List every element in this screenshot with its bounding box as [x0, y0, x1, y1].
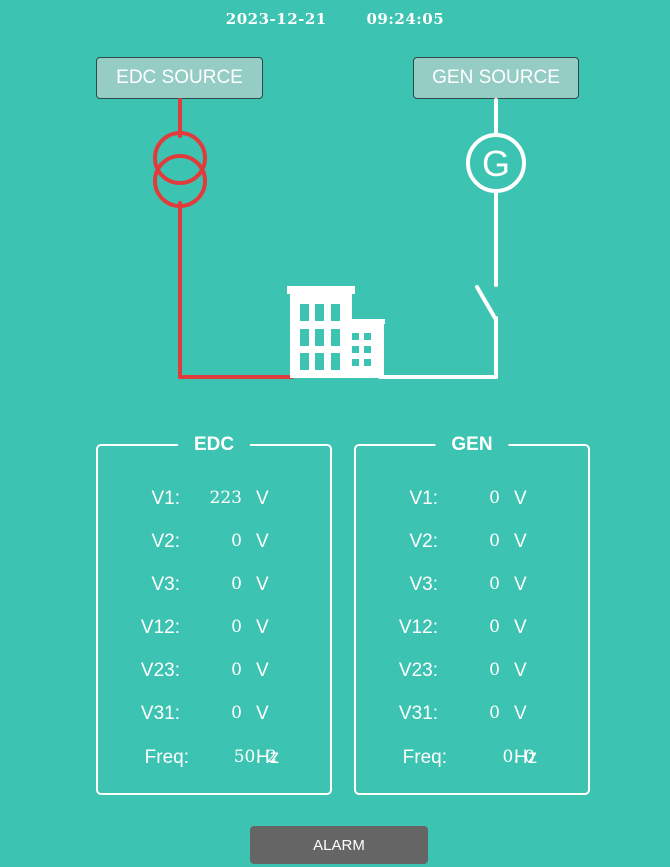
measurement-value: 0. 0: [502, 747, 535, 767]
measurement-unit: V: [514, 617, 527, 638]
generator-symbol: G: [482, 143, 510, 184]
measurement-label: V1:: [151, 488, 180, 509]
measurement-unit: V: [514, 531, 527, 552]
measurement-unit: V: [256, 617, 269, 638]
measurement-label: V3:: [151, 574, 180, 595]
measurement-value: 0: [489, 703, 500, 723]
measurement-label: V2:: [151, 531, 180, 552]
edc-row-1: V1: 223 V: [98, 488, 330, 512]
building-icon: [287, 286, 385, 378]
alarm-button[interactable]: ALARM: [250, 826, 428, 864]
time-text: 09:24:05: [366, 10, 445, 28]
measurement-value: 0: [231, 574, 242, 594]
measurement-unit: V: [256, 703, 269, 724]
measurement-value: 0: [231, 617, 242, 637]
measurement-label: V1:: [409, 488, 438, 509]
measurement-label: V23:: [398, 660, 438, 681]
gen-panel-title: GEN: [435, 432, 509, 458]
measurement-unit: V: [256, 574, 269, 595]
edc-source-button[interactable]: EDC SOURCE: [96, 57, 263, 99]
measurement-unit: V: [256, 660, 269, 681]
measurement-unit: V: [514, 574, 527, 595]
measurement-unit: V: [514, 488, 527, 509]
measurement-value: 0: [489, 574, 500, 594]
measurement-unit: V: [256, 531, 269, 552]
measurement-value: 50. 2: [233, 747, 277, 767]
measurement-value: 0: [489, 660, 500, 680]
measurement-value: 223: [209, 488, 242, 508]
measurement-value: 0: [489, 488, 500, 508]
measurement-label: V12:: [140, 617, 180, 638]
measurement-label: V31:: [140, 703, 180, 724]
edc-panel-title: EDC: [177, 432, 251, 458]
measurement-label: V31:: [398, 703, 438, 724]
measurement-unit: V: [256, 488, 269, 509]
measurement-value: 0: [489, 617, 500, 637]
gen-feed-line: [378, 98, 498, 379]
measurement-label: V12:: [398, 617, 438, 638]
measurement-label: V23:: [140, 660, 180, 681]
breaker-switch-icon: [475, 285, 497, 320]
transformer-icon: [153, 131, 207, 208]
measurement-label: V3:: [409, 574, 438, 595]
datetime-display: 2023-12-21 09:24:05: [0, 10, 670, 28]
measurement-unit: Hz: [256, 747, 280, 768]
measurement-value: 0: [231, 703, 242, 723]
measurement-unit: V: [514, 660, 527, 681]
edc-feed-line: [178, 98, 294, 379]
measurement-unit: V: [514, 703, 527, 724]
measurement-label: Freq:: [144, 747, 189, 768]
single-line-diagram: G: [153, 98, 526, 379]
measurement-label: V2:: [409, 531, 438, 552]
generator-icon: G: [466, 133, 526, 193]
measurement-value: 0: [231, 531, 242, 551]
measurement-value: 0: [231, 660, 242, 680]
measurement-value: 0: [489, 531, 500, 551]
measurement-label: Freq:: [402, 747, 447, 768]
measurement-unit: Hz: [514, 747, 538, 768]
gen-source-button[interactable]: GEN SOURCE: [413, 57, 579, 99]
date-text: 2023-12-21: [225, 10, 327, 28]
